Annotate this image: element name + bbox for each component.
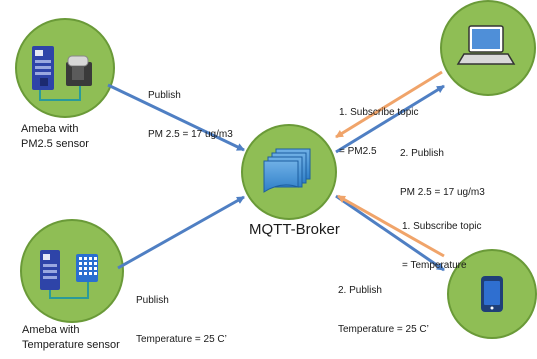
laptop-subscribe-label-line1: 1. Subscribe topic	[339, 107, 419, 118]
pm-publish-label: Publish PM 2.5 = 17 ug/m3	[148, 63, 233, 154]
laptop-subscribe-label: 1. Subscribe topic = PM2.5	[339, 80, 419, 171]
temp-publish-label-line1: Publish	[136, 295, 169, 306]
broker-documents-icon	[263, 148, 311, 193]
temp-publish-label: Publish Temperature = 25 C’	[136, 268, 227, 359]
laptop-publish-label-line1: 2. Publish	[400, 148, 444, 159]
temp-sensor-caption-line1: Ameba with	[22, 324, 80, 336]
pm-publish-arrow	[107, 83, 245, 152]
temp-publish-arrow	[117, 195, 245, 270]
laptop-icon	[456, 25, 516, 65]
temp-sensor-caption-line2: Temperature sensor	[22, 339, 120, 351]
temp-sensor-node	[20, 219, 124, 323]
pm-sensor-wires	[39, 86, 81, 101]
temp-publish-label-line2: Temperature = 25 C’	[136, 334, 227, 345]
phone-subscribe-label-line2: = Temperature	[402, 260, 467, 271]
phone-publish-arrow	[335, 194, 445, 272]
pm-sensor-caption: Ameba with PM2.5 sensor	[21, 122, 89, 152]
ameba-board-icon-2	[40, 250, 60, 290]
smartphone-icon	[481, 276, 503, 312]
ameba-board-icon	[32, 46, 54, 90]
laptop-publish-arrow	[335, 84, 445, 154]
phone-subscribe-label: 1. Subscribe topic = Temperature	[402, 194, 482, 285]
laptop-publish-label: 2. Publish PM 2.5 = 17 ug/m3	[400, 121, 485, 212]
pm-sensor-caption-line2: PM2.5 sensor	[21, 138, 89, 150]
laptop-subscribe-label-line2: = PM2.5	[339, 146, 377, 157]
phone-publish-label-line1: 2. Publish	[338, 285, 382, 296]
broker-label: MQTT-Broker	[249, 221, 340, 238]
pm-sensor-caption-line1: Ameba with	[21, 123, 79, 135]
laptop-publish-label-line2: PM 2.5 = 17 ug/m3	[400, 187, 485, 198]
pm25-sensor-icon	[66, 55, 92, 86]
pm-publish-label-line2: PM 2.5 = 17 ug/m3	[148, 129, 233, 140]
phone-subscribe-label-line1: 1. Subscribe topic	[402, 221, 482, 232]
temp-sensor-wires	[49, 282, 89, 299]
pm-sensor-node	[15, 18, 115, 118]
phone-publish-label: 2. Publish Temperature = 25 C’	[338, 258, 429, 349]
phone-subscribe-arrow	[337, 194, 445, 258]
phone-publish-label-line2: Temperature = 25 C’	[338, 324, 429, 335]
temp-sensor-caption: Ameba with Temperature sensor	[22, 323, 120, 353]
pm-publish-label-line1: Publish	[148, 90, 181, 101]
laptop-subscribe-arrow	[335, 70, 443, 139]
temperature-sensor-icon	[76, 254, 98, 282]
